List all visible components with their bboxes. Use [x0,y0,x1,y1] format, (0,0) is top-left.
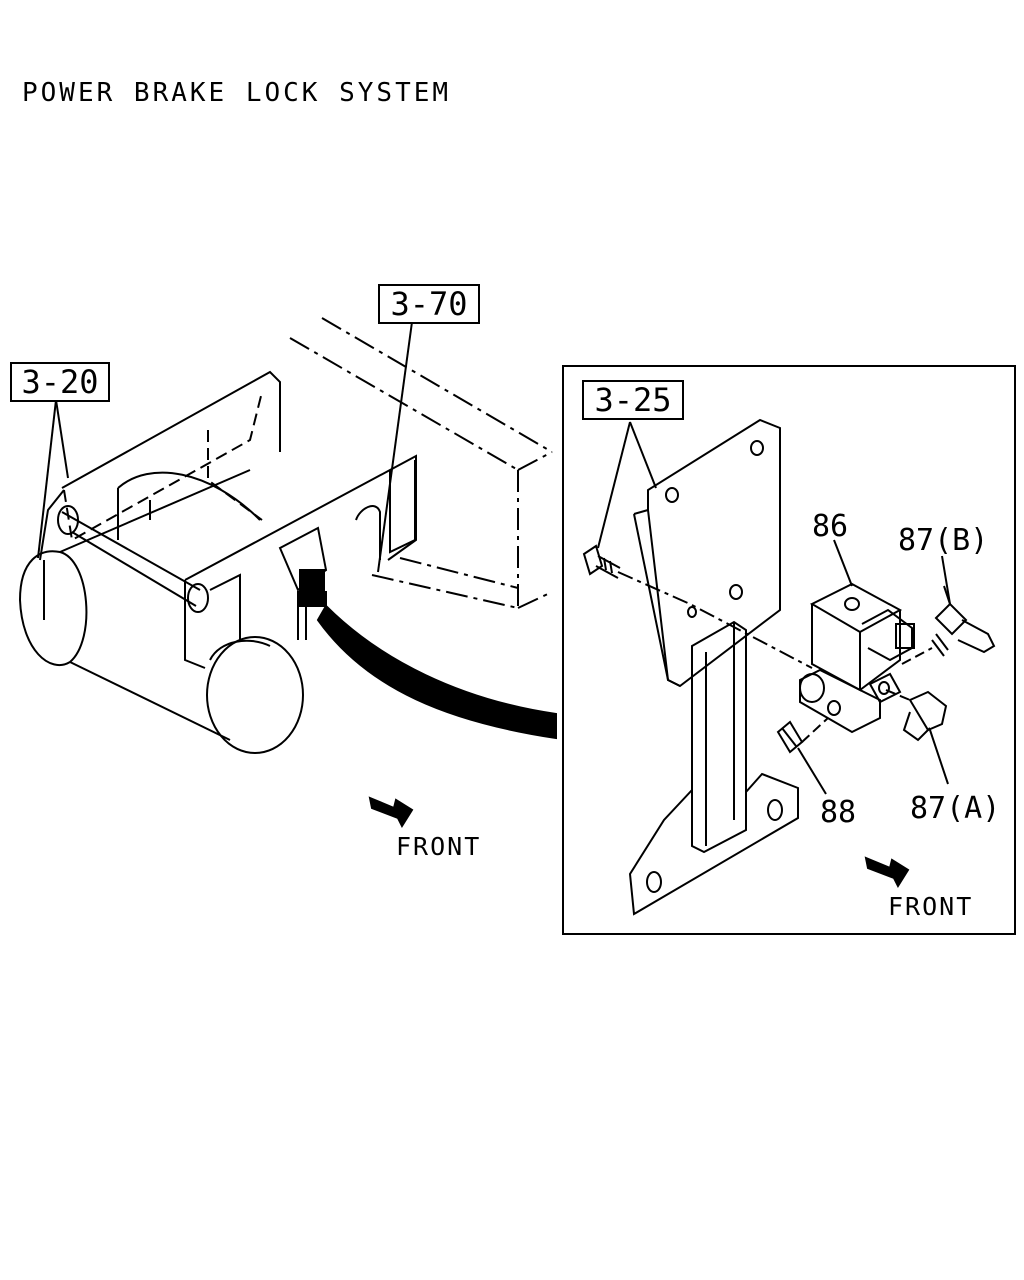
front-arrow-left [368,796,414,829]
page-title: POWER BRAKE LOCK SYSTEM [22,78,452,108]
mounting-bracket [628,418,799,916]
ref-box-3-20: 3-20 [10,362,110,402]
fitting-87b [901,585,996,665]
detail-leader-band [316,604,557,740]
bolt [582,544,813,669]
part-leaders [597,421,951,795]
front-label-right: FRONT [888,892,974,921]
ref-leaders [37,321,413,573]
ref-box-3-25: 3-25 [582,380,684,420]
detail-inset-frame [562,365,1016,935]
part-label-87b: 87(B) [898,523,989,558]
front-label-left: FRONT [396,832,482,861]
brake-chamber-assembly [18,370,417,754]
plug-88 [776,717,829,754]
part-label-88: 88 [820,795,857,830]
ref-box-3-70: 3-70 [378,284,480,324]
fitting-87a [885,689,948,742]
part-label-87a: 87(A) [910,791,1001,826]
part-label-86: 86 [812,509,849,544]
solenoid-valve [799,582,915,734]
front-arrow-right [864,856,910,889]
frame-rails [289,317,553,609]
